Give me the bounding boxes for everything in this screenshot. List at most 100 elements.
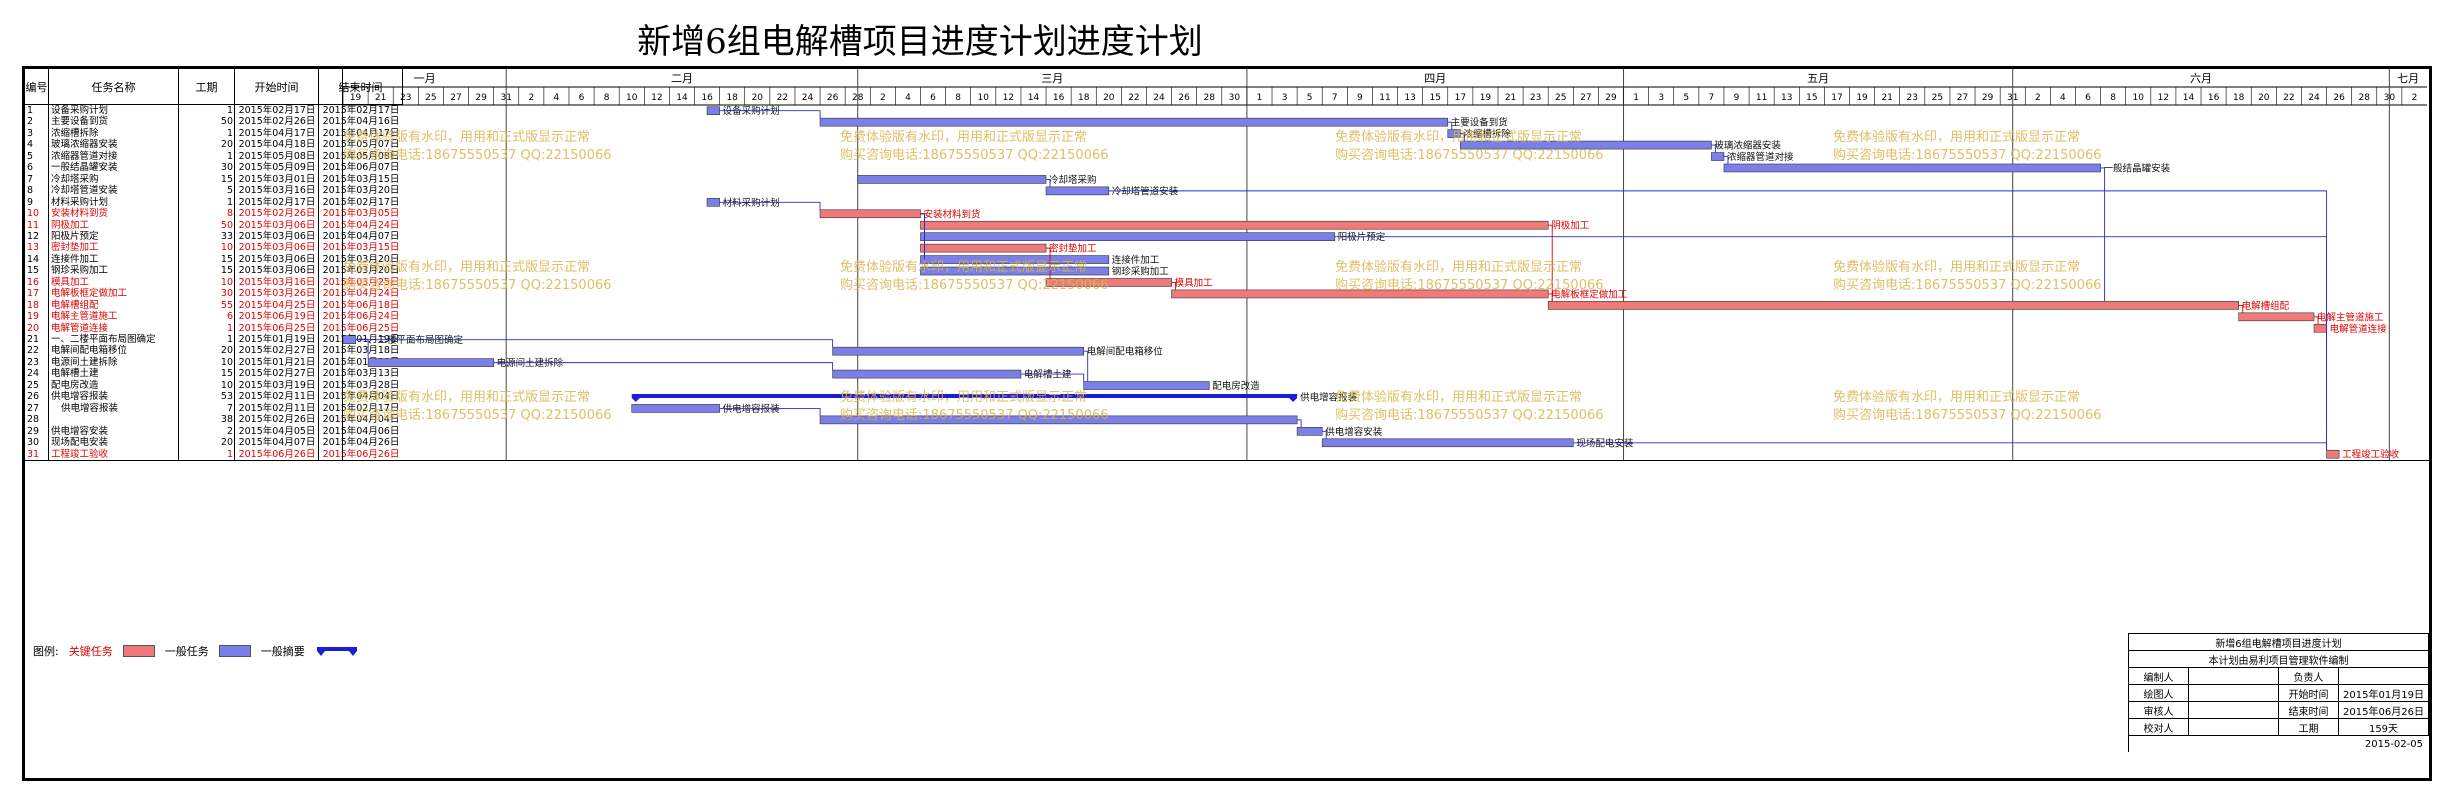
- task-cell-name: 电解板框定做加工: [51, 288, 128, 300]
- task-cell-end: 2015年03月20日: [322, 265, 400, 277]
- day-tick-label: 6: [579, 93, 585, 103]
- task-cell-name: 阳极片预定: [51, 230, 99, 242]
- task-bar: [1711, 152, 1725, 161]
- dependency-link: [1548, 224, 1553, 302]
- task-cell-id: 25: [27, 379, 40, 391]
- task-cell-start: 2015年02月26日: [238, 208, 316, 220]
- task-cell-name: 一、二楼平面布局图确定: [51, 334, 156, 345]
- task-cell-id: 20: [27, 322, 40, 334]
- day-tick-label: 12: [2158, 93, 2169, 103]
- dependency-link: [1334, 236, 2328, 451]
- day-tick-label: 23: [1530, 93, 1541, 103]
- day-tick-label: 7: [1332, 93, 1338, 103]
- day-tick-label: 23: [1907, 93, 1918, 103]
- day-tick-label: 15: [1429, 93, 1440, 103]
- task-cell-end: 2015年06月24日: [322, 311, 400, 323]
- task-cell-name: 电解管道连接: [51, 322, 109, 334]
- info-editor-label: 编制人: [2129, 668, 2189, 684]
- day-tick-label: 19: [350, 93, 362, 103]
- task-bar-label: 连接件加工: [1112, 254, 1160, 266]
- task-cell-id: 22: [27, 345, 40, 357]
- month-label: 四月: [1424, 72, 1446, 85]
- task-cell-start: 2015年05月09日: [238, 162, 316, 174]
- task-cell-name: 主要设备到货: [51, 116, 109, 128]
- day-tick-label: 4: [905, 93, 911, 103]
- task-cell-end: 2015年04月04日: [322, 414, 400, 426]
- task-cell-id: 17: [27, 288, 40, 300]
- day-tick-label: 12: [1003, 93, 1014, 103]
- task-bar: [1447, 129, 1461, 138]
- task-bar-label: 电解槽组配: [2242, 300, 2290, 312]
- task-cell-end: 2015年06月26日: [322, 448, 400, 460]
- task-bar-label: 阴极加工: [1551, 220, 1590, 232]
- page-title: 新增6组电解槽项目进度计划进度计划: [637, 22, 1203, 62]
- task-bar: [1547, 301, 2239, 310]
- day-tick-label: 2: [528, 93, 534, 103]
- task-cell-name: 材料采购计划: [51, 196, 109, 208]
- dependency-link: [2238, 304, 2244, 313]
- day-tick-label: 13: [1781, 93, 1792, 103]
- day-tick-label: 24: [802, 93, 814, 103]
- task-cell-id: 31: [27, 448, 40, 460]
- task-cell-start: 2015年04月18日: [238, 139, 316, 151]
- day-tick-label: 31: [500, 93, 511, 103]
- day-tick-label: 3: [1282, 93, 1288, 103]
- day-tick-label: 17: [1831, 93, 1842, 103]
- task-cell-end: 2015年04月17日: [322, 127, 400, 139]
- task-cell-end: 2015年03月20日: [322, 185, 400, 197]
- day-tick-label: 16: [701, 93, 713, 103]
- task-cell-start: 2015年03月06日: [238, 230, 316, 242]
- task-bar-label: 电源间土建拆除: [497, 357, 564, 369]
- dependency-link: [493, 362, 834, 371]
- day-tick-label: 28: [1204, 93, 1216, 103]
- task-bar: [920, 220, 1549, 230]
- task-cell-end: 2015年02月17日: [322, 402, 400, 414]
- task-cell-duration: 1: [226, 150, 233, 162]
- task-cell-end: 2015年04月07日: [322, 230, 400, 242]
- task-cell-duration: 10: [220, 242, 233, 254]
- day-tick-label: 20: [2258, 93, 2270, 103]
- day-tick-label: 25: [1932, 93, 1943, 103]
- day-tick-label: 24: [1153, 93, 1165, 103]
- task-cell-duration: 7: [226, 402, 233, 414]
- task-cell-id: 16: [27, 276, 40, 288]
- task-cell-id: 18: [27, 299, 40, 311]
- month-label: 七月: [2397, 72, 2419, 85]
- task-bar-label: 浓缩槽拆除: [1463, 128, 1511, 140]
- dependency-link: [2100, 167, 2106, 302]
- dependency-link: [1083, 350, 1089, 382]
- task-bar-label: 安装材料到货: [923, 208, 980, 220]
- task-cell-start: 2015年04月05日: [238, 425, 316, 437]
- task-cell-id: 11: [27, 219, 40, 231]
- legend-normal-label: 一般任务: [164, 645, 209, 658]
- dependency-link: [1171, 282, 1177, 290]
- day-tick-label: 27: [1580, 93, 1591, 103]
- task-bar: [2238, 312, 2315, 322]
- task-cell-name: 玻璃浓缩器安装: [51, 139, 118, 151]
- task-cell-end: 2015年02月17日: [322, 105, 400, 116]
- task-cell-name: 供电增容报装: [51, 391, 109, 403]
- task-cell-duration: 10: [220, 356, 233, 368]
- task-cell-duration: 5: [226, 185, 233, 197]
- day-tick-label: 4: [554, 93, 560, 103]
- task-cell-id: 3: [27, 127, 34, 139]
- task-bar-label: 设备采购计划: [723, 105, 780, 117]
- task-bar: [819, 415, 1298, 425]
- day-tick-label: 12: [651, 93, 662, 103]
- task-bar: [819, 209, 921, 219]
- dependency-link: [1723, 156, 1729, 164]
- task-cell-id: 19: [27, 311, 40, 323]
- day-tick-label: 10: [2133, 93, 2145, 103]
- day-tick-label: 18: [2233, 93, 2245, 103]
- task-cell-name: 冷却塔管道安装: [51, 185, 118, 197]
- dependency-link: [1020, 373, 1085, 382]
- legend: 图例: 关键任务 一般任务 一般摘要: [33, 643, 359, 659]
- day-tick-label: 24: [2308, 93, 2320, 103]
- task-bar: [920, 266, 1110, 276]
- day-tick-label: 20: [752, 93, 764, 103]
- task-cell-start: 2015年02月17日: [238, 196, 316, 208]
- task-cell-name: 浓缩槽拆除: [51, 127, 99, 139]
- task-cell-name: 供电增容报装: [61, 402, 119, 414]
- day-tick-label: 18: [726, 93, 738, 103]
- day-tick-label: 13: [1404, 93, 1415, 103]
